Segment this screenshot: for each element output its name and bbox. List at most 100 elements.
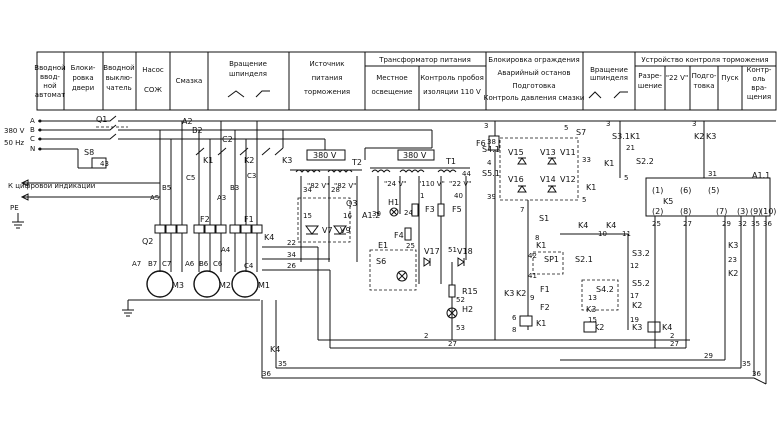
t2-sec-voltage-1: "82 V" <box>307 182 329 190</box>
s3-1-label: S3.1 <box>612 132 630 141</box>
wire-5-top: 5 <box>564 124 568 132</box>
wire-27c: 27 <box>670 340 679 348</box>
term-8: (8) <box>680 207 691 216</box>
wire-35b: 35 <box>278 360 287 368</box>
header-cell-input-switch-l1: Вводной <box>103 64 134 72</box>
v7-label: V7 <box>322 226 333 235</box>
header-cell-input-breaker-l2: ввод- <box>40 73 60 81</box>
k1-selfhold-label: K1 <box>536 241 546 250</box>
term-9: (9) <box>750 207 761 216</box>
a1-1-label: A1.1 <box>752 171 770 180</box>
v18-label: V18 <box>457 247 473 256</box>
t2-sec-voltage-2: "82 V" <box>334 182 356 190</box>
s5-1-label: S5.1 <box>482 169 500 178</box>
wire-3: 3 <box>484 122 488 130</box>
header-cell-input-switch-l3: чатель <box>106 84 131 92</box>
k1-coil2-label: K1 <box>536 319 546 328</box>
wire-52: 52 <box>456 296 465 304</box>
f5-label: F5 <box>452 205 462 214</box>
f2-aux-label: F2 <box>540 303 550 312</box>
wire-6: 6 <box>512 314 517 322</box>
wire-53: 53 <box>456 324 465 332</box>
wire-17: 17 <box>630 292 639 300</box>
c4-label: C4 <box>244 262 254 270</box>
k4-coil-label: K4 <box>662 323 672 332</box>
r15-label: R15 <box>462 287 478 296</box>
t1-22v: "22 V" <box>449 180 471 188</box>
t2-label: T2 <box>351 158 362 167</box>
motor-m3-icon <box>146 270 174 298</box>
t1-110v: "110 V" <box>418 180 445 188</box>
k1-contact2-label: K1 <box>586 183 596 192</box>
c2-label: C2 <box>222 135 233 144</box>
k4-contact-label: K4 <box>264 233 274 242</box>
wire-1: 1 <box>420 192 424 200</box>
k2-aux4-label: K2 <box>728 269 738 278</box>
sp1-label: SP1 <box>544 255 559 264</box>
k5-label: K5 <box>663 197 673 206</box>
wire-3c: 3 <box>692 120 696 128</box>
s7-label: S7 <box>576 128 586 137</box>
wire-27b: 27 <box>448 340 457 348</box>
k3-aux2-label: K3 <box>586 305 596 314</box>
s3-2-label: S3.2 <box>632 249 650 258</box>
k2-contact-label: K2 <box>244 156 254 165</box>
a6-label: A6 <box>185 260 195 268</box>
header-cell-spindle-rot-l1: Вращение <box>229 60 267 68</box>
wire-35c: 35 <box>742 360 751 368</box>
v9-label: V9 <box>340 226 351 235</box>
term-10: (10) <box>760 207 776 216</box>
c3-label: C3 <box>247 172 256 180</box>
header-cell-prep-l1: Подго- <box>692 72 717 80</box>
b6-label: B6 <box>199 260 209 268</box>
v15-label: V15 <box>508 148 524 157</box>
c7-label: C7 <box>162 260 171 268</box>
phase-b-label: B <box>30 126 35 134</box>
wire-32: 32 <box>738 220 747 228</box>
a7-label: A7 <box>132 260 141 268</box>
k4-aux-label: K4 <box>578 221 588 230</box>
b5-label: B5 <box>162 184 171 192</box>
s6-label: S6 <box>376 257 386 266</box>
k2-aux3-label: K2 <box>694 132 704 141</box>
v16-label: V16 <box>508 175 524 184</box>
wire-8: 8 <box>535 234 539 242</box>
header-cell-local-light-l2: освещение <box>372 88 413 96</box>
wire-51: 51 <box>448 246 457 254</box>
header-cell-guard-lock: Блокировка ограждения <box>488 56 579 64</box>
header-cell-spindle-rot2-l2: шпинделя <box>590 74 628 82</box>
wire-5b: 5 <box>624 174 628 182</box>
lamp-h2-icon <box>446 307 458 319</box>
k4-bottom-label: K4 <box>270 345 280 354</box>
wire-31: 31 <box>708 170 717 178</box>
c5-label: C5 <box>186 174 195 182</box>
header-cell-permit-l1: Разре- <box>638 72 662 80</box>
header-cell-preparation: Подготовка <box>512 82 555 90</box>
k3-coil-label: K3 <box>632 323 642 332</box>
lamp-h1-icon <box>389 207 399 217</box>
q2-label: Q2 <box>142 237 153 246</box>
wire-22: 22 <box>287 239 296 247</box>
term-2: (2) <box>652 207 663 216</box>
wire-39: 39 <box>487 193 496 201</box>
b7-label: B7 <box>148 260 157 268</box>
wire-30: 30 <box>372 210 381 218</box>
e1-label: E1 <box>378 241 388 250</box>
header-cell-rot-control-l3: вра- <box>751 84 767 92</box>
wire-5: 5 <box>582 196 586 204</box>
header-cell-insulation-l2: изоляции 110 V <box>423 88 481 96</box>
wire-29b: 29 <box>704 352 713 360</box>
header-cell-rot-control-l4: щения <box>747 93 771 101</box>
wire-33: 33 <box>582 156 591 164</box>
header-cell-lube-pressure: Контроль давления смазки <box>484 94 585 102</box>
header-cell-pump-l3: СОЖ <box>144 86 162 94</box>
header-cell-spindle-rot-l2: шпинделя <box>229 70 267 78</box>
f2-label: F2 <box>200 215 210 224</box>
wire-42: 42 <box>528 252 537 260</box>
wire-36c: 36 <box>752 370 761 378</box>
header-cell-brake-supply-l1: Источник <box>310 60 345 68</box>
v13-label: V13 <box>540 148 556 157</box>
header-cell-brake-control: Устройство контроля торможения <box>641 56 768 64</box>
v11-label: V11 <box>560 148 576 157</box>
header-cell-brake-supply-l2: питания <box>312 74 343 82</box>
